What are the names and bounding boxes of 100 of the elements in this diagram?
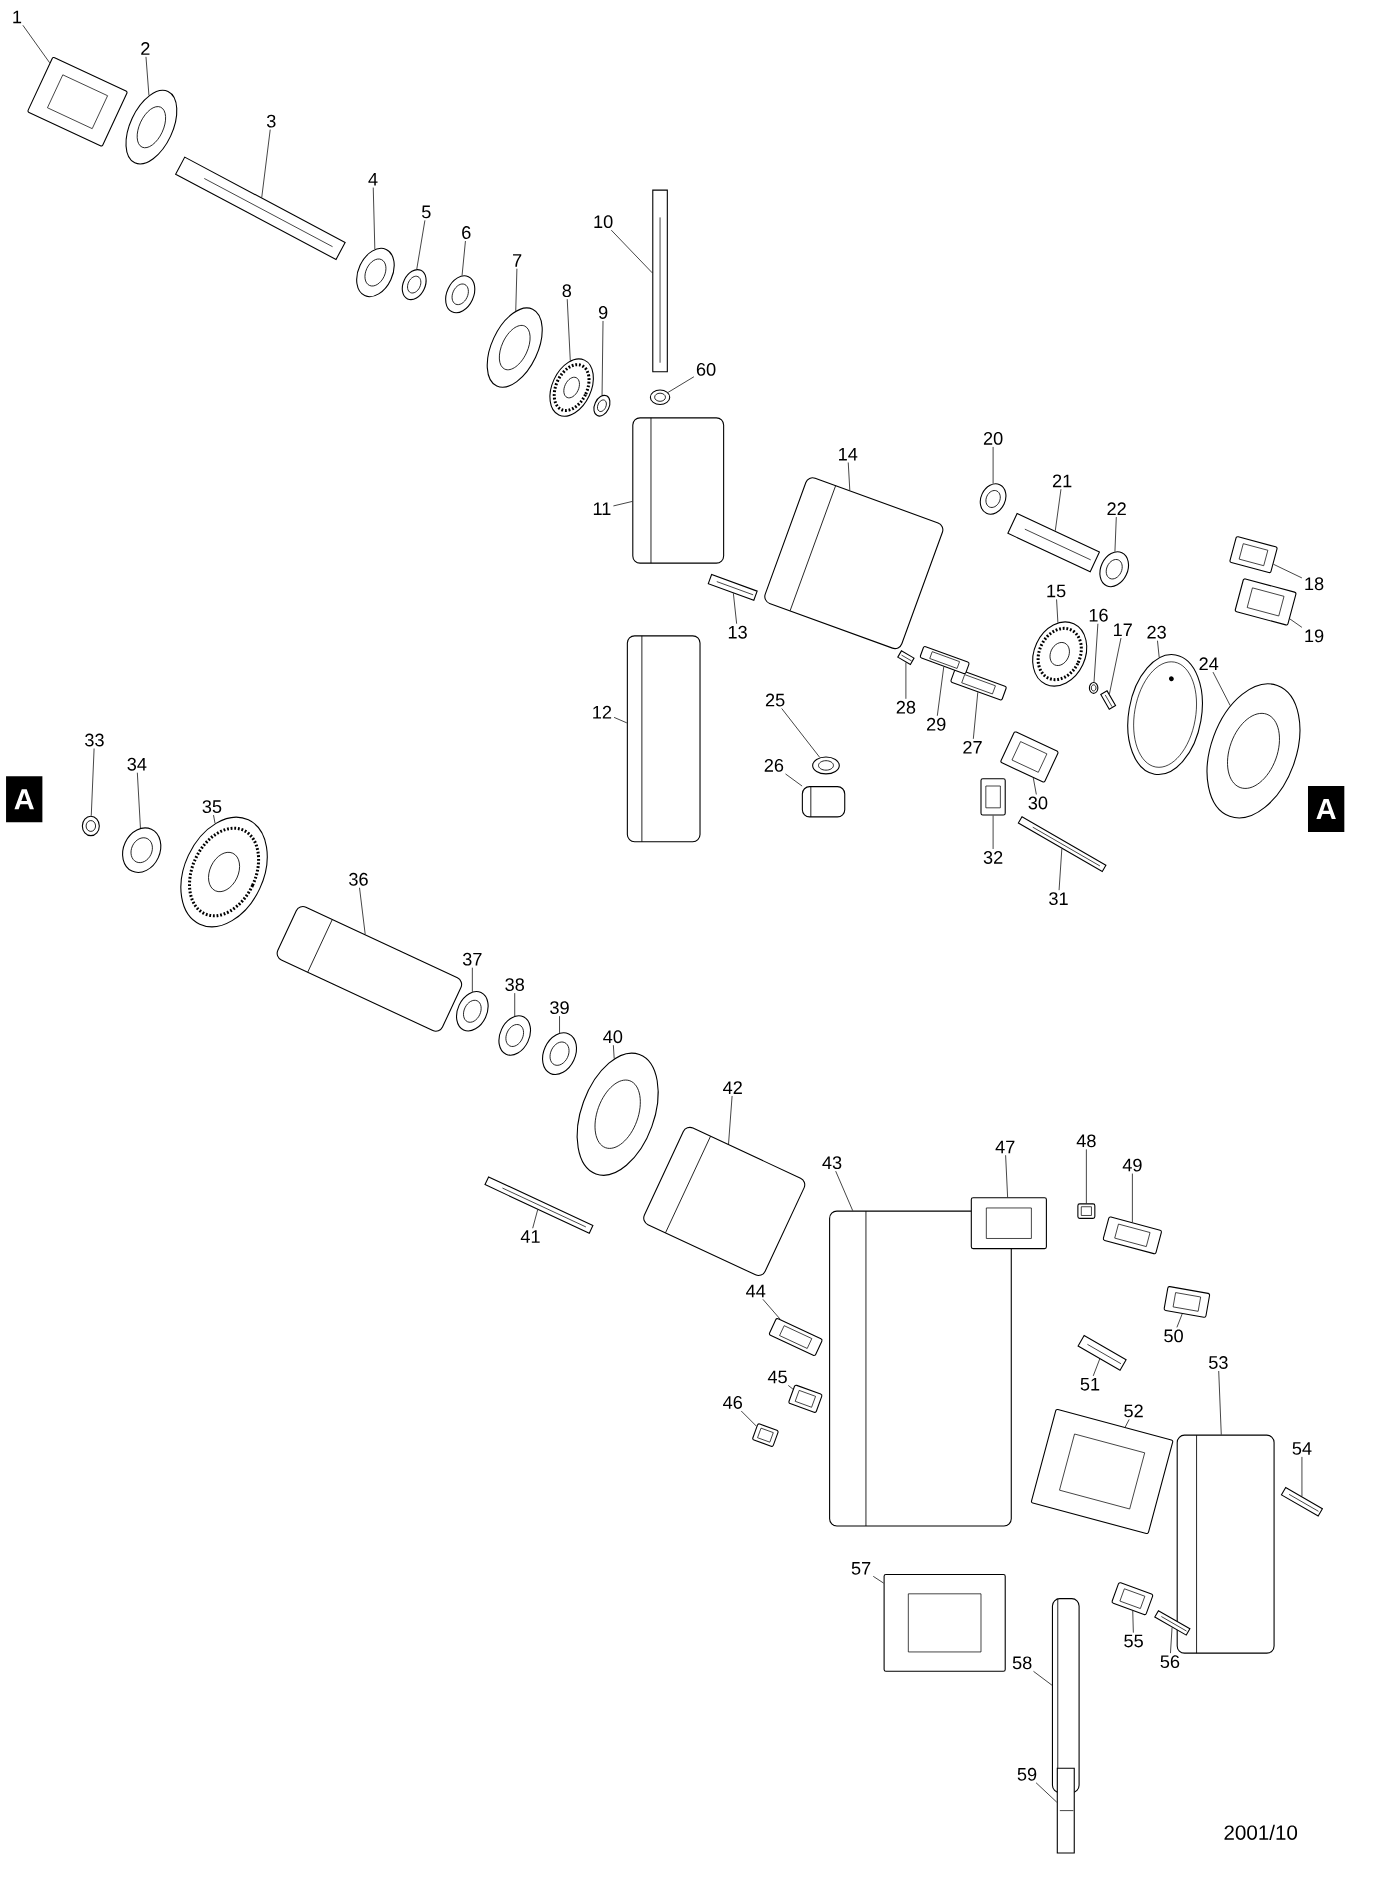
callout-number: 33	[84, 733, 104, 747]
callout-number: 31	[1048, 892, 1068, 906]
part-drawing	[811, 756, 840, 775]
callout-number: 11	[593, 502, 611, 515]
part-drawing	[180, 816, 268, 928]
callout-number: 37	[462, 952, 482, 966]
callout-number: 22	[1107, 502, 1126, 515]
part-drawing	[980, 778, 1006, 816]
leader-line	[1132, 1610, 1134, 1634]
callout-number: 43	[822, 1156, 842, 1170]
part-drawing	[121, 827, 162, 873]
callout-number: 25	[765, 693, 785, 707]
part-drawing	[593, 394, 611, 417]
callout-number: 44	[745, 1284, 766, 1298]
leader-line	[612, 1044, 615, 1059]
leader-line	[1035, 1782, 1057, 1803]
callout-number: 13	[728, 625, 747, 639]
leader-line	[1114, 516, 1117, 552]
part-drawing	[1280, 1486, 1323, 1517]
callout-number: 8	[562, 284, 571, 298]
part-drawing	[828, 1210, 1012, 1527]
callout-number: 5	[421, 205, 431, 219]
leader-line	[936, 666, 944, 717]
part-drawing	[1017, 816, 1107, 873]
callout-number: 17	[1113, 623, 1132, 637]
part-drawing	[1000, 731, 1059, 783]
callout-number: 59	[1017, 1767, 1037, 1781]
part-drawing	[1088, 681, 1099, 694]
leader-line	[559, 1015, 560, 1034]
leader-line	[610, 229, 653, 274]
leader-line	[787, 1385, 794, 1390]
leader-line	[781, 708, 820, 758]
callout-number: 28	[896, 700, 916, 714]
callout-number: 9	[598, 306, 608, 319]
leader-line	[1093, 623, 1099, 683]
leader-line	[1108, 637, 1122, 695]
callout-number: 50	[1164, 1329, 1183, 1343]
part-drawing	[632, 417, 725, 564]
callout-number: 27	[963, 740, 982, 754]
callout-number: 34	[127, 757, 147, 771]
leader-line	[992, 815, 994, 850]
leader-line	[359, 887, 366, 935]
part-drawing	[486, 307, 543, 388]
leader-line	[1092, 1358, 1100, 1377]
marker-box: A	[1307, 786, 1345, 833]
part-drawing	[707, 573, 758, 601]
callout-number: 55	[1124, 1634, 1143, 1648]
callout-number: 40	[603, 1030, 623, 1044]
leader-line	[762, 1299, 781, 1320]
leader-line	[515, 268, 518, 312]
leader-line	[1005, 1154, 1008, 1198]
part-drawing	[626, 635, 701, 843]
part-drawing	[883, 1573, 1006, 1672]
callout-number: 47	[995, 1140, 1015, 1154]
part-drawing	[649, 389, 671, 406]
callout-number: 57	[851, 1562, 871, 1575]
leader-line	[372, 187, 376, 250]
callout-number: 15	[1047, 584, 1066, 598]
callout-number: 42	[722, 1081, 742, 1094]
callout-number: 39	[549, 1001, 569, 1015]
callout-number: 49	[1122, 1158, 1142, 1172]
callout-number: 53	[1208, 1356, 1228, 1369]
callout-number: 18	[1305, 577, 1324, 591]
part-drawing	[1077, 1203, 1096, 1219]
leader-line	[514, 992, 515, 1017]
leader-line	[1058, 848, 1063, 891]
callout-number: 54	[1292, 1442, 1312, 1455]
leader-line	[784, 773, 803, 787]
leader-line	[1156, 640, 1160, 658]
part-drawing	[919, 646, 970, 675]
callout-number: 14	[838, 447, 858, 461]
callout-number: 2	[141, 42, 150, 55]
callout-number: 30	[1028, 796, 1048, 810]
leader-line	[1124, 1419, 1130, 1428]
callout-number: 45	[767, 1370, 787, 1384]
leader-line	[1131, 1173, 1133, 1223]
callout-number: 58	[1012, 1656, 1032, 1670]
leader-line	[1272, 563, 1303, 579]
callout-number: 23	[1147, 625, 1166, 639]
leader-line	[471, 967, 473, 993]
part-drawing	[789, 485, 836, 612]
callout-number: 60	[696, 362, 716, 376]
part-drawing	[356, 247, 395, 298]
leader-line	[566, 298, 571, 361]
part-drawing	[752, 1423, 779, 1447]
callout-number: 26	[764, 759, 784, 772]
callout-number: 4	[368, 173, 378, 186]
callout-number: 35	[202, 800, 222, 814]
callout-number: 36	[348, 872, 368, 886]
callout-number: 32	[983, 851, 1003, 864]
leader-line	[992, 446, 994, 484]
part-drawing	[81, 815, 100, 837]
part-drawing	[1111, 1582, 1154, 1616]
part-drawing	[444, 275, 476, 314]
part-drawing	[401, 269, 427, 301]
leader-line	[667, 376, 695, 393]
date-label: 2001/10	[1224, 1824, 1297, 1840]
part-drawing	[979, 483, 1007, 515]
leader-line	[1169, 1627, 1173, 1654]
leader-line	[532, 1209, 538, 1229]
